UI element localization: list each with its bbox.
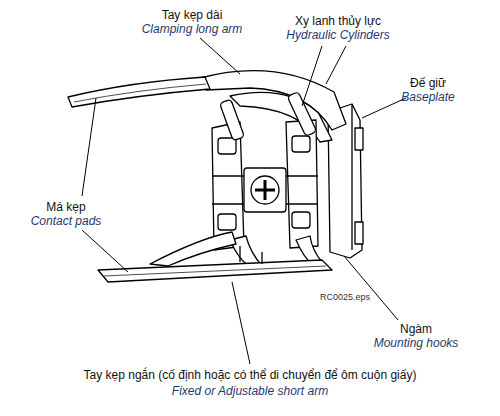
part-label-en: Contact pads xyxy=(31,214,102,228)
part-label: Xy lanh thủy lực xyxy=(295,14,381,28)
part-label-en: Mounting hooks xyxy=(374,336,459,350)
part-label-en: Baseplate xyxy=(401,90,454,104)
part-label-en: Clamping long arm xyxy=(142,22,243,36)
part-label: Tay kẹp dài xyxy=(162,8,223,22)
part-label-en: Fixed or Adjustable short arm xyxy=(172,384,328,398)
part-label: Má kẹp xyxy=(46,200,85,214)
part-label: Đế giữ xyxy=(410,76,446,90)
file-name: RC0025.eps xyxy=(320,290,370,304)
part-label-en: Hydraulic Cylinders xyxy=(286,28,389,42)
part-label: Tay kẹp ngắn (cố định hoặc có thể di chu… xyxy=(84,368,417,382)
part-label: Ngàm xyxy=(400,322,432,336)
